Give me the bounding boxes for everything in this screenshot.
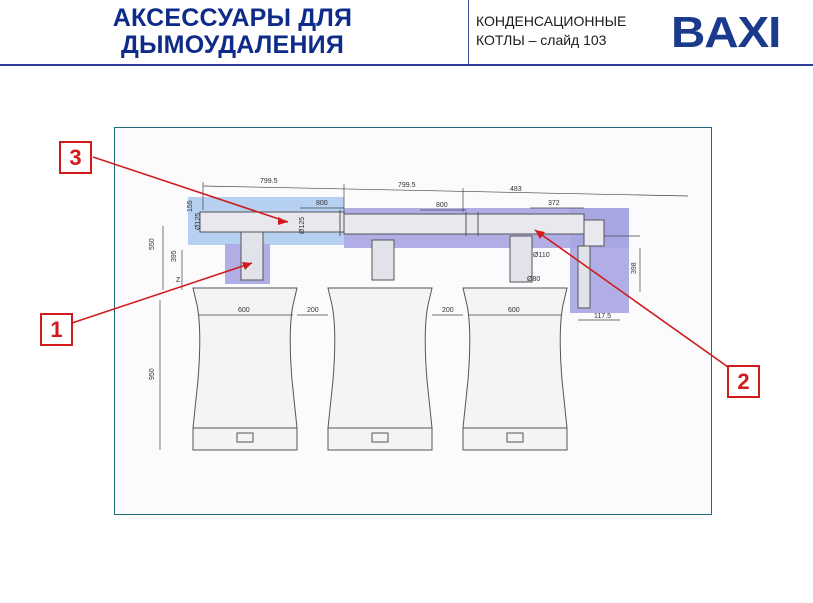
dimension-lines [159,182,689,450]
title-line-1: АКСЕССУАРЫ ДЛЯ [112,4,353,32]
dim-height-z: Z [176,277,181,284]
dim-small-155: 155 [187,200,194,212]
boiler-1 [192,287,298,451]
boiler-3 [462,287,568,451]
header-rule [0,64,813,66]
dim-pipe-1: 800 [316,200,328,207]
dim-diam-80: Ø80 [527,276,540,283]
callout-leaders [71,156,729,368]
vertical-connectors [240,231,591,309]
header-divider [468,0,469,64]
callout-arrowheads [242,217,545,270]
dim-diam-125-left: Ø125 [195,213,202,230]
dim-gap-1: 200 [307,307,319,314]
slide-header: АКСЕССУАРЫ ДЛЯ ДЫМОУДАЛЕНИЯ КОНДЕНСАЦИОН… [0,0,813,66]
callout-2: 2 [727,365,760,398]
dim-right-offset: 117.5 [594,313,611,320]
dim-pipe-2: 800 [436,202,448,209]
horizontal-flue-pipe [199,210,605,247]
dim-top-span-1: 799.5 [260,178,278,185]
baxi-logo: BAXI [671,8,781,57]
callout-3: 3 [59,141,92,174]
dim-boiler-width-1: 600 [238,307,250,314]
dim-gap-2: 200 [442,307,454,314]
title-line-2: ДЫМОУДАЛЕНИЯ [121,31,344,59]
slide-title: АКСЕССУАРЫ ДЛЯ ДЫМОУДАЛЕНИЯ [40,5,425,59]
dim-diam-110: Ø110 [533,252,550,259]
dim-height-boiler: 950 [149,368,156,380]
boiler-2 [327,287,433,451]
callout-1: 1 [40,313,73,346]
dim-height-1: 550 [149,238,156,250]
dim-right-drop: 398 [631,262,638,274]
dim-top-span-2: 799.5 [398,182,416,189]
dim-height-2: 395 [171,250,178,262]
dim-boiler-width-3: 600 [508,307,520,314]
slide-subtitle: КОНДЕНСАЦИОННЫЕ КОТЛЫ – слайд 103 [476,12,626,50]
dim-pipe-3: 372 [548,200,560,207]
subtitle-line-1: КОНДЕНСАЦИОННЫЕ [476,13,627,29]
dim-diam-125-mid: Ø125 [299,217,306,234]
subtitle-line-2: КОТЛЫ – слайд 103 [476,32,607,48]
dim-top-span-3: 483 [510,186,522,193]
